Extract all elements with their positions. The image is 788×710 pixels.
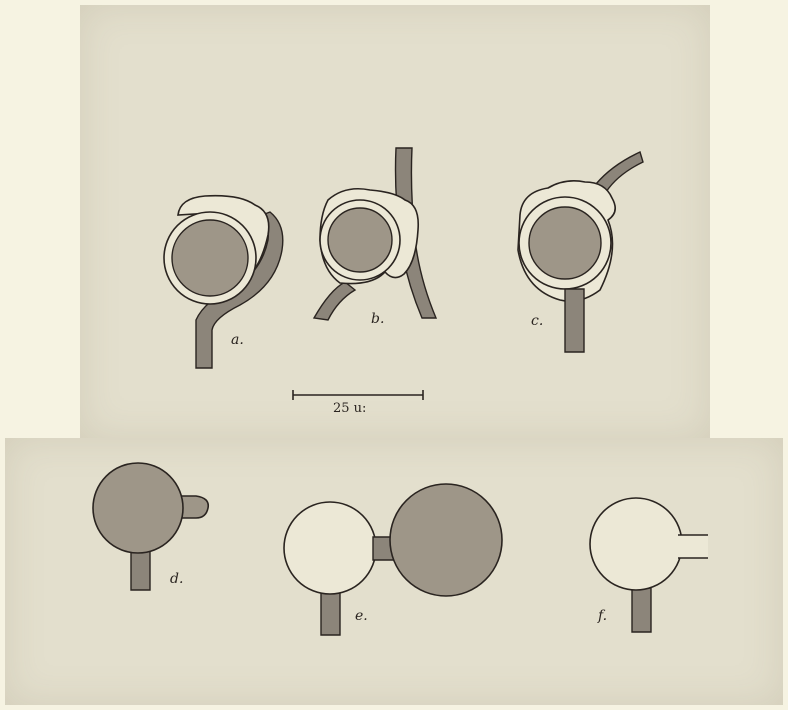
figure-e: e. bbox=[284, 484, 502, 635]
figure-b-spore bbox=[328, 208, 392, 272]
figure-f-label: f. bbox=[597, 608, 607, 624]
scale-bar-label: 25 u: bbox=[333, 401, 366, 416]
figure-c-label: c. bbox=[531, 313, 543, 329]
figure-d: d. bbox=[93, 463, 208, 590]
figure-c-stalk bbox=[565, 289, 584, 352]
figure-e-stalk bbox=[321, 593, 340, 635]
figure-c-spore bbox=[529, 207, 601, 279]
figure-f-stalk bbox=[632, 588, 651, 632]
figure-d-stalk bbox=[131, 548, 150, 590]
figure-b-label: b. bbox=[371, 311, 384, 327]
figure-f-cell bbox=[590, 498, 682, 590]
figure-c: c. bbox=[518, 152, 643, 352]
figure-b-branch bbox=[314, 282, 355, 320]
figure-e-full-cell bbox=[390, 484, 502, 596]
figure-a: a. bbox=[164, 196, 283, 368]
figure-a-spore bbox=[172, 220, 248, 296]
figure-f-tube bbox=[676, 535, 708, 558]
figure-d-label: d. bbox=[170, 571, 183, 587]
figure-b: b. bbox=[314, 148, 436, 327]
figure-a-label: a. bbox=[231, 332, 244, 348]
figure-e-empty-cell bbox=[284, 502, 376, 594]
figure-f: f. bbox=[590, 498, 708, 632]
scale-bar: 25 u: bbox=[293, 390, 423, 416]
figure-e-label: e. bbox=[355, 608, 368, 624]
figure-d-sporangium bbox=[93, 463, 183, 553]
